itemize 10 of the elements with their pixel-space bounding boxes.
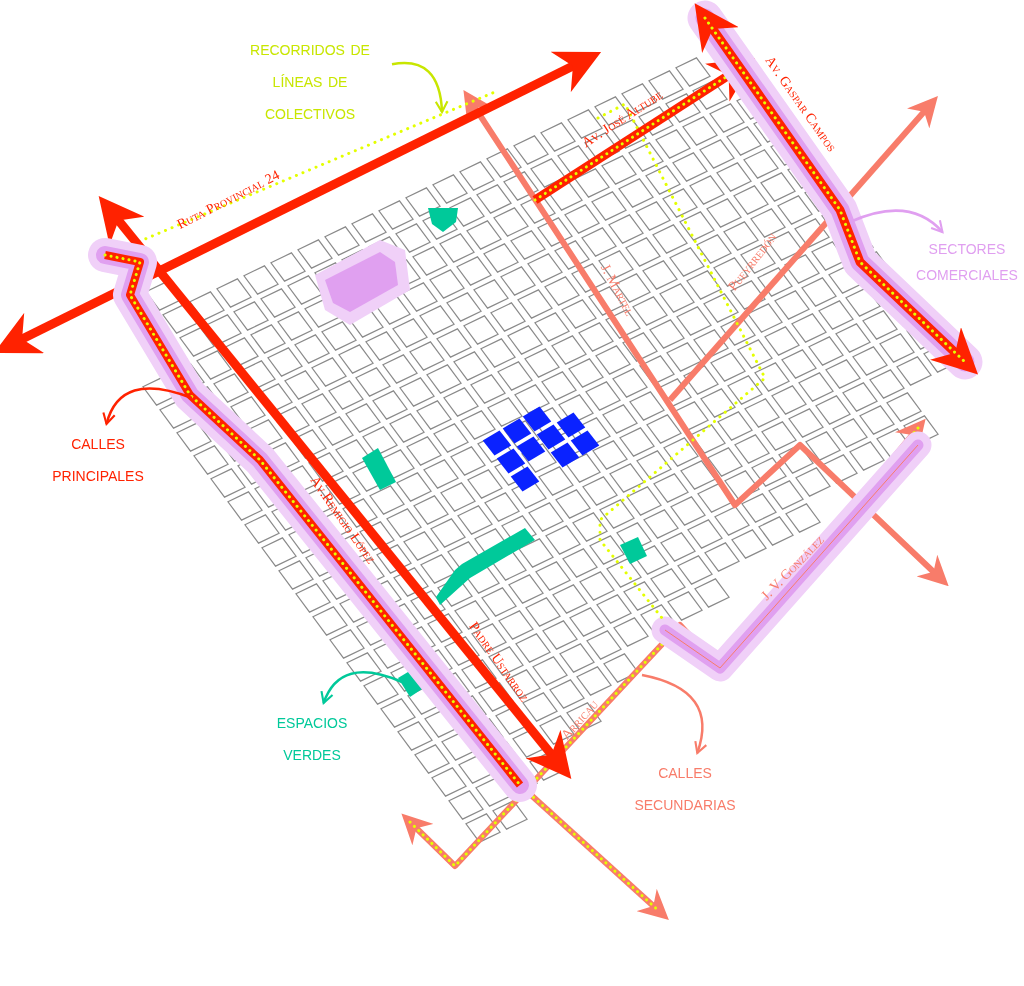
callout-label: espacios verdes [275,709,349,766]
callout-label: calles secundarias [633,759,737,816]
callout-label: calles principales [51,430,145,487]
callout-label: recorridos de líneas de colectivos [249,36,371,125]
leader-arrow [849,209,944,234]
leader-arrow [103,387,193,426]
leader-arrow [641,673,707,755]
leader-arrow [391,61,449,114]
leader-arrow [321,671,403,705]
callout-label: sectores comerciales [915,235,1019,286]
